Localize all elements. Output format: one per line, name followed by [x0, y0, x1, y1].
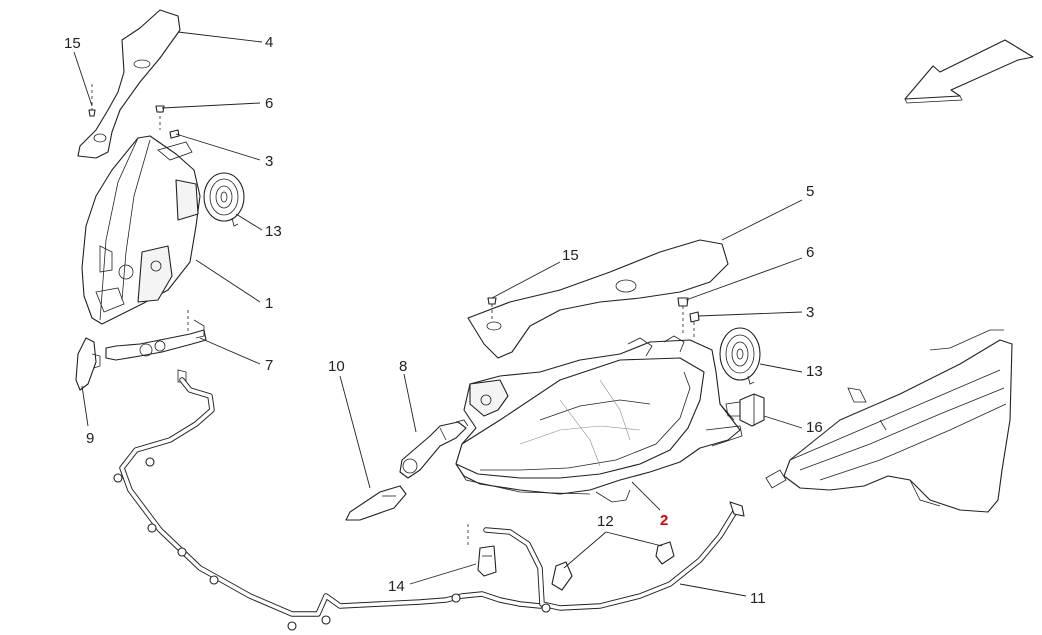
- screw-part-15-center: [487, 297, 497, 322]
- callout-2-highlighted: 2: [660, 512, 668, 529]
- callout-labels: 15 4 6 3 13 1 7 9 5 15 6 3 13 16 10 8 2 …: [64, 34, 823, 607]
- washer-hose-right-part-11: [483, 501, 745, 611]
- callout-4: 4: [265, 34, 273, 51]
- callout-13-center: 13: [806, 363, 823, 380]
- round-cap-part-13-left: [203, 172, 245, 227]
- callout-15-left: 15: [64, 35, 81, 52]
- callout-6-center: 6: [806, 244, 814, 261]
- washer-hose-left-part-11: [119, 377, 543, 617]
- bulb-socket-part-16: [725, 393, 765, 427]
- washer-nozzle-part-7: [105, 310, 207, 383]
- nozzle-cover-part-10: [345, 485, 407, 521]
- round-cap-part-13-right: [719, 327, 761, 385]
- callout-3-left: 3: [265, 153, 273, 170]
- hose-clip-part-12-b: [655, 541, 675, 565]
- hose-bracket-part-14: [467, 524, 497, 577]
- callout-16: 16: [806, 419, 823, 436]
- callout-7: 7: [265, 357, 273, 374]
- callout-13-left: 13: [265, 223, 282, 240]
- hose-clip-part-12-a: [551, 561, 573, 591]
- headlight-assembly-left-part-1: [81, 135, 201, 325]
- clip-part-3-center: [689, 311, 700, 340]
- callout-15-center: 15: [562, 247, 579, 264]
- screw-part-15-left: [88, 84, 96, 117]
- callout-11: 11: [750, 590, 766, 607]
- front-fender: [765, 329, 1013, 513]
- cover-panel-part-5: [467, 239, 729, 359]
- cover-panel-part-4: [77, 9, 181, 159]
- callout-10: 10: [328, 358, 345, 375]
- washer-cap-part-9: [75, 337, 101, 391]
- callout-1: 1: [265, 295, 273, 312]
- callout-5: 5: [806, 183, 814, 200]
- screw-part-6-center: [677, 297, 689, 334]
- screw-part-6-left: [155, 105, 165, 130]
- callout-6-left: 6: [265, 95, 273, 112]
- callout-12: 12: [597, 513, 614, 530]
- clip-part-3-left: [169, 129, 180, 139]
- leader-lines: [73, 31, 803, 597]
- callout-3-center: 3: [806, 304, 814, 321]
- direction-arrow-icon: [904, 39, 1034, 104]
- headlight-assembly-part-2: [455, 335, 743, 503]
- hose-clip-small-group: [113, 457, 551, 631]
- callout-9: 9: [86, 430, 94, 447]
- washer-jet-part-8: [399, 419, 469, 479]
- callout-14: 14: [388, 578, 405, 595]
- callout-8: 8: [399, 358, 407, 375]
